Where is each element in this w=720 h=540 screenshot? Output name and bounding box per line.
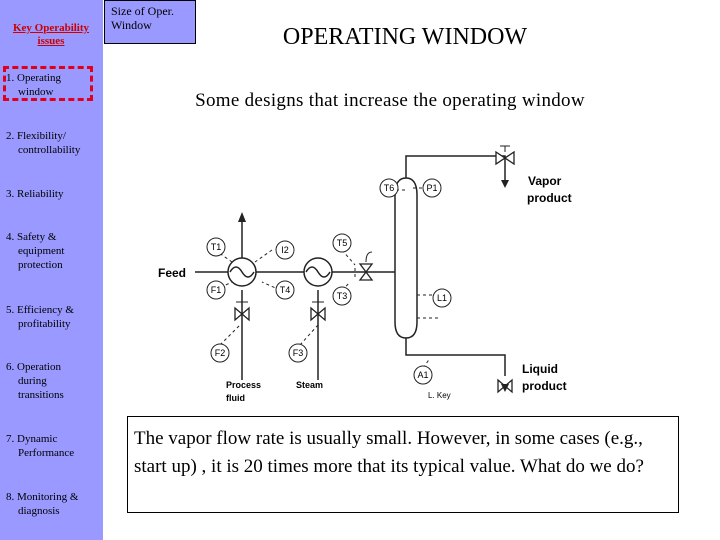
sidebar-item-efficiency[interactable]: 5. Efficiency & profitability: [6, 303, 102, 331]
instrument-T5: [332, 233, 352, 253]
page-title: OPERATING WINDOW: [282, 24, 528, 50]
instrument-A1: [413, 365, 433, 385]
sidebar-item-operating-window[interactable]: 1. Operating window: [6, 71, 102, 99]
feed-valve: [358, 263, 374, 281]
lkey-label: L. Key: [428, 391, 451, 400]
instrument-T6: [379, 178, 399, 198]
vapor-label-1: Vapor: [528, 174, 562, 188]
sidebar-item-label: Performance: [18, 447, 75, 459]
instrument-I2: [275, 240, 295, 260]
sidebar-item-label: 3. Reliability: [6, 188, 64, 200]
label-T6: T6: [384, 183, 395, 193]
instrument-T1: [206, 237, 226, 257]
process-label-1: Process: [226, 380, 261, 390]
liquid-label-1: Liquid: [522, 362, 558, 376]
process-flow-diagram: T6 P1 T1 I2 T5 F1 T4 T3 L1 F2 F3 A1 Feed…: [158, 145, 572, 403]
sidebar-item-dynamic-performance[interactable]: 7. Dynamic Performance: [6, 432, 102, 460]
liquid-line: [405, 338, 506, 376]
sidebar-item-label: 7. Dynamic: [6, 433, 58, 445]
topic-box: Size of Oper. Window: [104, 0, 196, 44]
label-T4: T4: [280, 285, 291, 295]
sidebar-item-transitions[interactable]: 6. Operation during transitions: [6, 360, 102, 402]
sidebar-item-safety[interactable]: 4. Safety & equipment protection: [6, 230, 102, 272]
sidebar-item-label: 1. Operating: [6, 72, 61, 84]
vapor-valve: [495, 150, 515, 166]
process-arrow-up: [238, 212, 246, 222]
process-label-2: fluid: [226, 393, 245, 403]
sidebar-item-label: during transitions: [18, 375, 64, 401]
instrument-L1: [432, 288, 452, 308]
label-I2: I2: [281, 245, 289, 255]
label-L1: L1: [437, 293, 447, 303]
liquid-label-2: product: [522, 379, 567, 393]
sidebar-item-label: 6. Operation: [6, 361, 61, 373]
sidebar-item-reliability[interactable]: 3. Reliability: [6, 187, 102, 201]
vapor-arrow: [501, 180, 509, 188]
sidebar-item-label: 2. Flexibility/: [6, 130, 66, 142]
sidebar-item-label: controllability: [18, 144, 81, 156]
label-T3: T3: [337, 291, 348, 301]
instrument-T4: [275, 280, 295, 300]
active-item-highlight: [3, 66, 93, 101]
instrument-F2: [210, 343, 230, 363]
sidebar-item-label: window: [18, 86, 54, 98]
label-T5: T5: [337, 238, 348, 248]
sidebar-item-label: diagnosis: [18, 505, 60, 517]
sidebar-item-label: 5. Efficiency &: [6, 304, 74, 316]
feed-label: Feed: [158, 266, 186, 280]
label-F1: F1: [211, 285, 222, 295]
label-A1: A1: [417, 370, 428, 380]
instrument-F3: [288, 343, 308, 363]
sidebar-item-label: profitability: [18, 318, 71, 330]
question-textbox: The vapor flow rate is usually small. Ho…: [127, 416, 679, 513]
sidebar-item-flexibility[interactable]: 2. Flexibility/ controllability: [6, 129, 102, 157]
sidebar-item-label: equipment protection: [18, 245, 65, 271]
steam-label: Steam: [296, 380, 323, 390]
label-F2: F2: [215, 348, 226, 358]
instrument-F1: [206, 280, 226, 300]
sidebar-item-label: 8. Monitoring &: [6, 491, 79, 503]
process-valve: [234, 306, 250, 322]
vapor-line: [405, 155, 506, 182]
label-P1: P1: [426, 183, 437, 193]
distillation-column: [394, 177, 418, 339]
label-F3: F3: [293, 348, 304, 358]
page-subtitle: Some designs that increase the operating…: [195, 90, 585, 111]
label-T1: T1: [211, 242, 222, 252]
liquid-arrow: [501, 384, 509, 392]
vapor-label-2: product: [527, 191, 572, 205]
instrument-P1: [422, 178, 442, 198]
sidebar: Key Operability issues 1. Operating wind…: [0, 0, 103, 540]
sidebar-item-monitoring[interactable]: 8. Monitoring & diagnosis: [6, 490, 102, 518]
sidebar-title[interactable]: Key Operability issues: [12, 22, 90, 47]
instrument-T3: [332, 286, 352, 306]
sidebar-item-label: 4. Safety &: [6, 231, 57, 243]
steam-valve: [310, 306, 326, 322]
